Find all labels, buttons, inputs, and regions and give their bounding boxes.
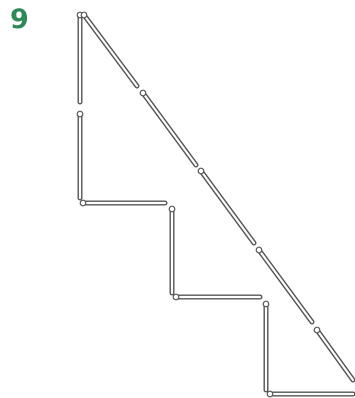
- matchstick-step2-vertical-head: [263, 301, 269, 307]
- matchstick-bottom: [267, 391, 353, 397]
- matchstick-step1-horizontal: [80, 200, 165, 206]
- matchstick-step1-horizontal-head: [80, 200, 86, 206]
- matchstick-step1-vertical: [169, 206, 175, 293]
- matchstick-diagonal-2-head: [140, 90, 146, 96]
- matchstick-diagonal-1: [81, 12, 137, 86]
- matchstick-left-lower: [77, 111, 83, 198]
- matchstick-diagonal-3-head: [198, 168, 204, 174]
- matchstick-step2-horizontal: [173, 294, 260, 300]
- matchstick-bottom-head: [267, 391, 273, 397]
- matchstick-left-upper: [77, 12, 83, 102]
- matchstick-diagonal-5: [314, 327, 353, 380]
- matchstick-diagonal-4-head: [256, 247, 262, 253]
- matchstick-diagonal-3: [198, 168, 254, 243]
- matchstick-step1-vertical-head: [169, 206, 175, 212]
- matchstick-left-lower-head: [77, 111, 83, 117]
- matchstick-diagonal-1-head: [81, 12, 87, 18]
- matchstick-diagonal-5-head: [314, 327, 320, 333]
- matchstick-step2-vertical: [263, 301, 269, 390]
- matchstick-step2-horizontal-head: [173, 294, 179, 300]
- matchstick-diagonal-2: [140, 90, 196, 165]
